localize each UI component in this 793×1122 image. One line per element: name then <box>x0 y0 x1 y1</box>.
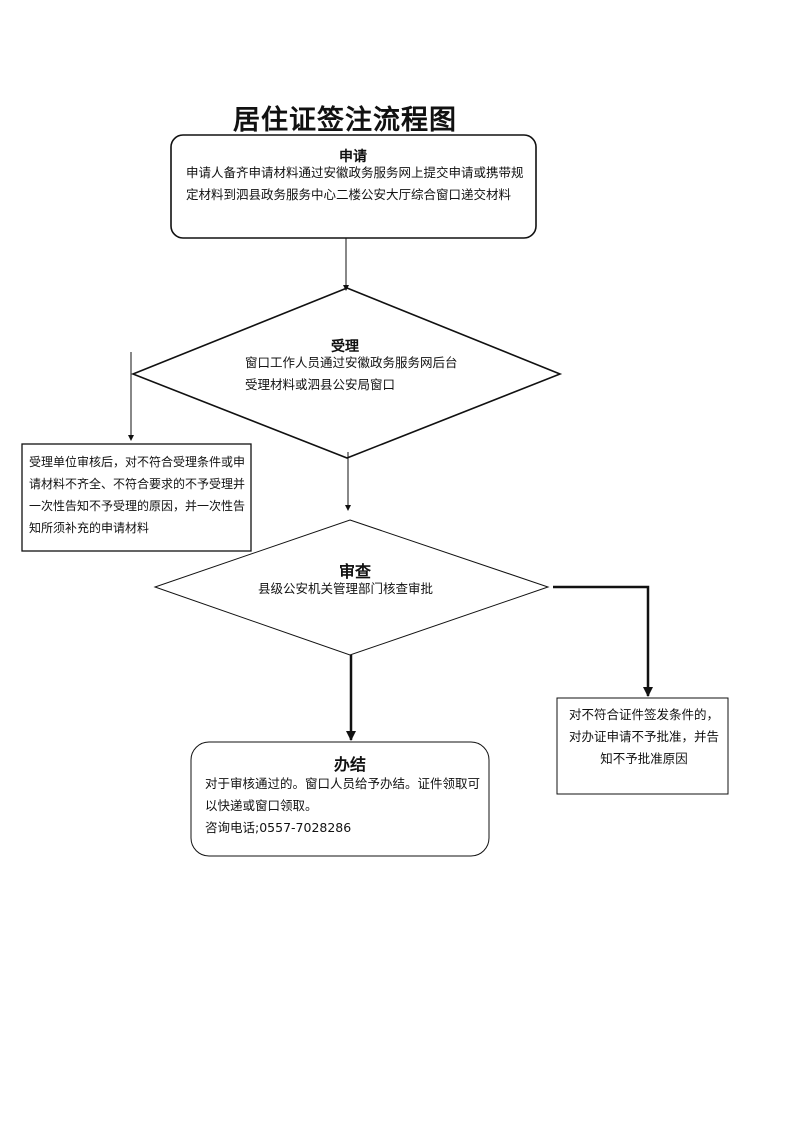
consult-phone: 咨询电话;0557-7028286 <box>205 820 352 835</box>
apply-text: 申请人备齐申请材料通过安徽政务服务网上提交申请或携带规定材料到泗县政务服务中心二… <box>186 165 524 202</box>
review-text: 县级公安机关管理部门核查审批 <box>258 581 434 596</box>
accept-text: 窗口工作人员通过安徽政务服务网后台受理材料或泗县公安局窗口 <box>245 355 458 392</box>
done-box <box>190 741 490 857</box>
accept-diamond <box>130 287 563 459</box>
apply-heading: 申请 <box>339 149 367 165</box>
page-title: 居住证签注流程图 <box>233 105 457 136</box>
reject-review-text: 对不符合证件签发条件的，对办证申请不予批准，并告知不予批准原因 <box>568 707 719 766</box>
reject-review-box <box>556 697 729 795</box>
reject-accept-box <box>21 443 252 552</box>
accept-heading: 受理 <box>331 339 359 355</box>
arrow-review-to-reject <box>553 585 653 697</box>
review-heading: 审查 <box>338 562 371 581</box>
done-heading: 办结 <box>333 755 366 774</box>
done-text: 对于审核通过的。窗口人员给予办结。证件领取可以快递或窗口领取。 <box>205 776 481 813</box>
apply-box <box>170 134 537 239</box>
reject-accept-text: 受理单位审核后，对不符合受理条件或申请材料不齐全、不符合要求的不予受理并一次性告… <box>29 455 246 535</box>
